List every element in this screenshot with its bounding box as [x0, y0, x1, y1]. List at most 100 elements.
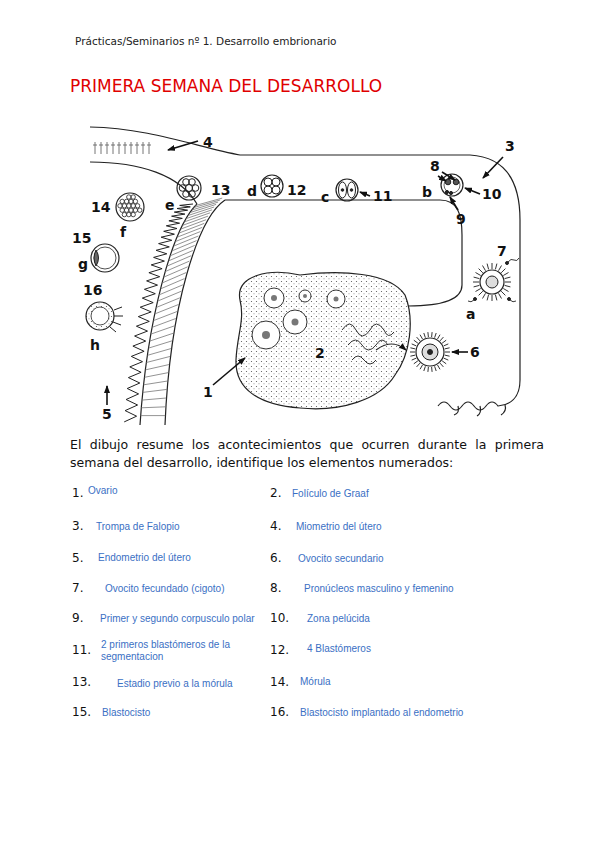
fertilisation-oocyte [508, 298, 511, 301]
blastocyst [94, 247, 116, 269]
callout-number: 5 [102, 406, 112, 422]
callout-number: d [247, 183, 257, 199]
blastomere [124, 208, 128, 212]
callout-number: e [165, 197, 175, 213]
blastocyst [91, 244, 119, 272]
callout-number: 14 [91, 199, 110, 215]
fertilisation-oocyte [473, 263, 511, 301]
callout-number: g [78, 256, 88, 272]
ovulated-oocyte [428, 350, 433, 355]
implanted-blastocyst [86, 302, 114, 330]
fertilisation-oocyte [480, 270, 504, 294]
blastomere [131, 195, 135, 199]
ovary [271, 295, 277, 301]
uterus-wall [90, 127, 520, 425]
ovary [299, 290, 311, 302]
answer-text: Mórula [300, 676, 331, 688]
four-cell-embryo [261, 175, 283, 197]
leader-arrows [213, 358, 245, 385]
answer-text: Estadio previo a la mórula [117, 678, 233, 690]
blastomere [133, 208, 137, 212]
four-cell-embryo [264, 178, 272, 186]
ovary [252, 321, 280, 349]
myometrium-hatching [141, 198, 223, 416]
answer-text: Trompa de Falopio [96, 521, 180, 533]
fallopian-tube [438, 380, 520, 410]
callout-number: 12 [287, 182, 306, 198]
two-cell-embryo [341, 189, 344, 192]
list-number: 15. [72, 705, 91, 720]
ovary [342, 324, 394, 364]
list-number: 2. [270, 486, 281, 501]
morula [118, 195, 142, 217]
eight-cell-embryo [183, 191, 190, 198]
two-cell-embryo [336, 179, 358, 201]
list-number: 9. [72, 611, 83, 626]
leader-arrows [360, 192, 370, 196]
blastomere [127, 195, 131, 199]
answer-text: Blastocisto implantado al endometrio [300, 707, 463, 719]
answer-text: Blastocisto [102, 707, 150, 719]
callout-number: 10 [482, 186, 501, 202]
ovary [264, 288, 284, 308]
eight-cell-embryo [192, 185, 199, 192]
leader-arrows [107, 141, 503, 405]
four-cell-embryo [264, 186, 272, 194]
morula [116, 193, 144, 221]
list-number: 4. [270, 519, 281, 534]
zygote [449, 191, 452, 194]
blastomere [131, 212, 135, 216]
list-number: 1. [72, 486, 83, 501]
answer-text: 4 Blastómeros [307, 643, 371, 655]
callout-number: h [90, 337, 100, 353]
ovary [236, 272, 410, 408]
callout-number: 9 [456, 211, 466, 227]
ovulated-oocyte [422, 344, 438, 360]
blastomere [127, 204, 131, 208]
leader-arrows [106, 386, 108, 405]
four-cell-embryo [261, 175, 283, 197]
eight-cell-embryo [179, 185, 186, 192]
ovulated-oocyte [376, 332, 450, 372]
ovary [262, 294, 339, 339]
ovary [236, 272, 410, 408]
answer-text: Ovario [88, 485, 117, 497]
corona-radiata [473, 263, 511, 301]
blastomere [122, 204, 126, 208]
leader-arrows [438, 176, 446, 181]
eight-cell-embryo [177, 176, 201, 200]
callout-number: b [422, 184, 432, 200]
callout-number: 15 [72, 230, 91, 246]
uterus-wall [90, 162, 197, 204]
list-number: 8. [270, 581, 281, 596]
morula [116, 193, 144, 221]
fertilisation-oocyte [468, 258, 519, 302]
fertilisation-oocyte [474, 298, 477, 301]
blastomere [124, 199, 128, 203]
blastomere [118, 204, 122, 208]
callout-number: 2 [315, 345, 325, 361]
two-cell-embryo [339, 182, 347, 198]
callout-number: 1 [203, 384, 213, 400]
fallopian-tube [454, 405, 506, 416]
list-number: 7. [72, 581, 83, 596]
blastomere [120, 208, 124, 212]
two-cell-embryo [350, 189, 353, 192]
zygote [444, 177, 460, 193]
answer-text: Zona pelúcida [307, 613, 370, 625]
leader-arrows [168, 141, 198, 150]
answer-text: Endometrio del útero [98, 552, 191, 564]
callout-number: f [120, 224, 126, 240]
blastomere [131, 204, 135, 208]
answer-text: Ovocito secundario [298, 553, 384, 565]
ovary [252, 288, 345, 349]
ovary [292, 319, 299, 326]
leader-arrows [483, 157, 503, 178]
fertilisation-oocyte [506, 262, 509, 265]
list-number: 6. [270, 551, 281, 566]
blastomere [138, 208, 142, 212]
list-number: 16. [270, 705, 289, 720]
answer-text: Miometrio del útero [296, 521, 382, 533]
myometrium-hatching [93, 142, 151, 154]
